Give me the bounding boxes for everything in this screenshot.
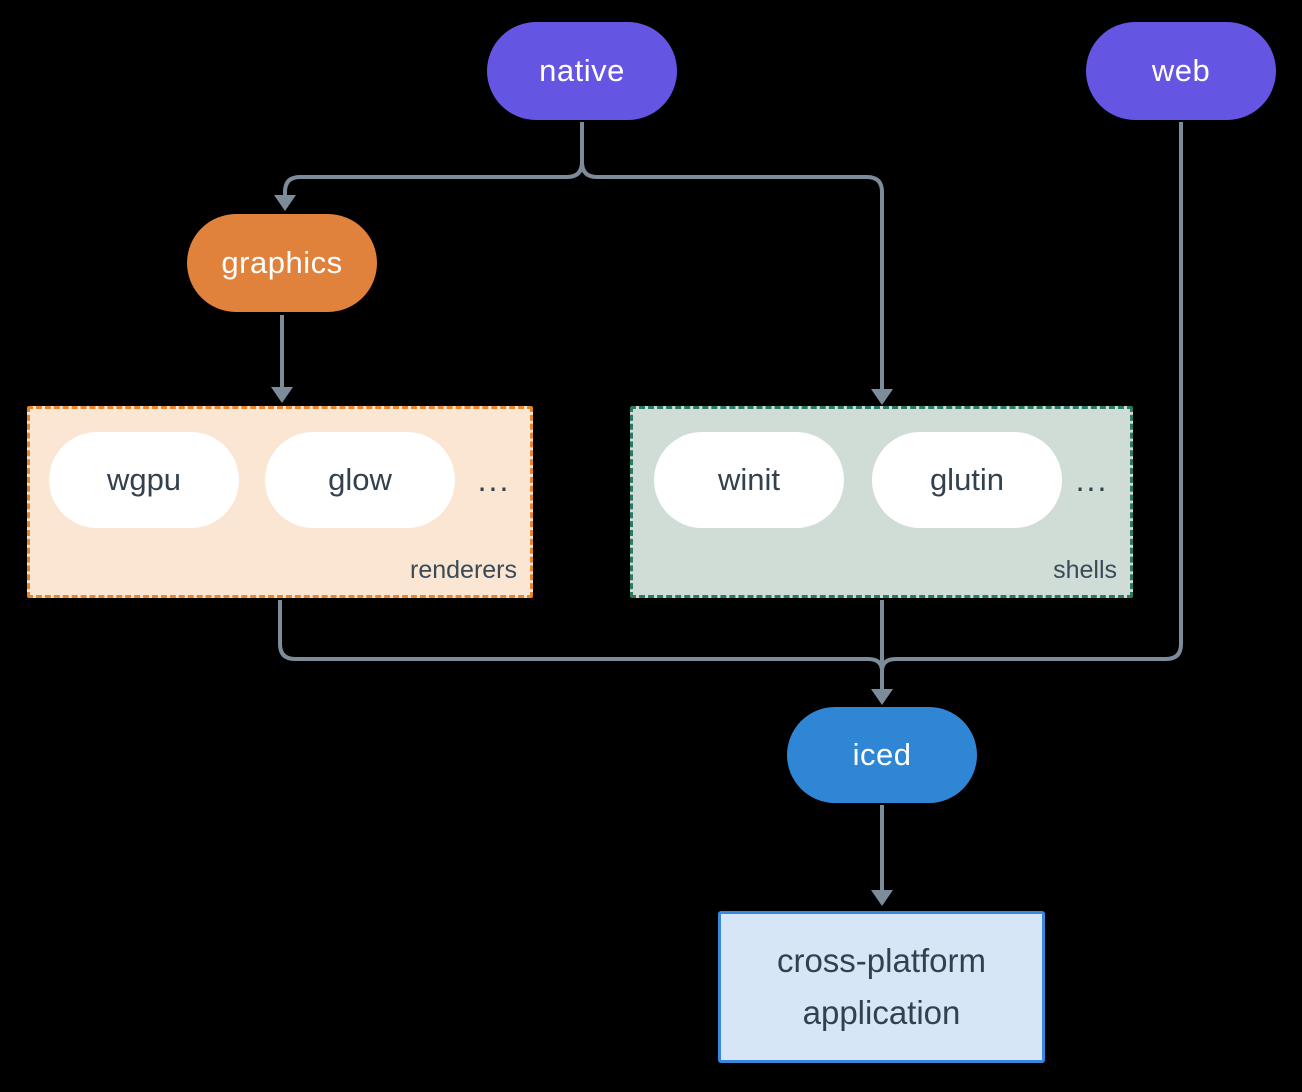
node-iced: iced: [787, 707, 977, 803]
node-glow: glow: [265, 432, 455, 528]
connector-renderers-to-merge: [278, 600, 884, 672]
arrow-native-to-graphics: [283, 122, 584, 196]
node-glutin-label: glutin: [929, 462, 1005, 497]
node-winit-label: winit: [717, 462, 780, 497]
node-wgpu-label: wgpu: [106, 462, 182, 497]
arrowhead-application-top: [871, 890, 893, 906]
arrowhead-iced-top: [871, 689, 893, 705]
node-graphics-label: graphics: [221, 245, 343, 280]
renderers-group-label: renderers: [410, 556, 517, 584]
arrowhead-graphics: [274, 195, 296, 211]
node-web-label: web: [1151, 53, 1211, 88]
node-glutin: glutin: [872, 432, 1062, 528]
shells-ellipsis-text: ...: [1075, 461, 1109, 498]
renderers-ellipsis: ...: [464, 432, 524, 528]
node-native-label: native: [539, 53, 625, 88]
arrowhead-renderers-top: [271, 387, 293, 403]
node-native: native: [487, 22, 677, 120]
renderers-ellipsis-text: ...: [477, 461, 511, 498]
node-cross-platform-application: cross-platform application: [718, 911, 1045, 1063]
application-label-line1: cross-platform: [776, 941, 987, 979]
node-iced-label: iced: [852, 737, 912, 772]
shells-group-label: shells: [1053, 556, 1117, 584]
node-web: web: [1086, 22, 1276, 120]
arrow-native-to-shells: [580, 122, 884, 390]
arrowhead-shells-top: [871, 389, 893, 405]
node-graphics: graphics: [187, 214, 377, 312]
node-wgpu: wgpu: [49, 432, 239, 528]
node-winit: winit: [654, 432, 844, 528]
application-label-line2: application: [802, 994, 961, 1031]
shells-ellipsis: ...: [1062, 432, 1122, 528]
node-glow-label: glow: [328, 462, 392, 497]
